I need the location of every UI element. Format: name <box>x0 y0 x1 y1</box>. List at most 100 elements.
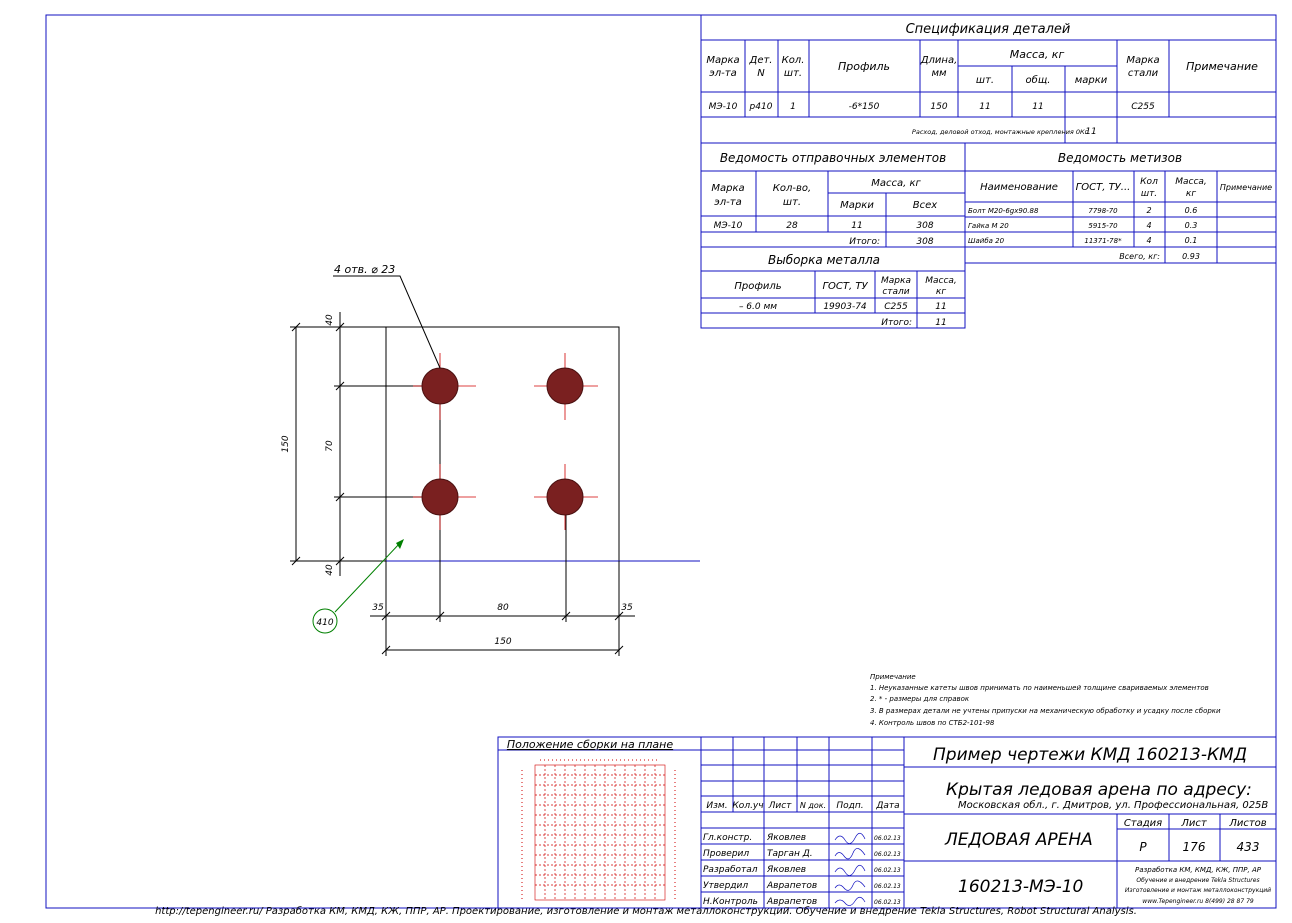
shipping-h-vsego: Всех <box>913 200 938 211</box>
sheets-label: Листов <box>1228 818 1266 829</box>
plan-layout-grid <box>521 759 676 901</box>
project-title: Пример чертежи КМД 160213-КМД <box>933 745 1247 765</box>
role-4: Утвердил <box>703 881 748 891</box>
signatures <box>834 832 866 906</box>
shipping-total-value: 308 <box>916 237 933 247</box>
dim-150-horizontal: 150 <box>494 637 511 647</box>
shipping-h-qty-1: Кол-во, <box>773 183 811 194</box>
role-5-name: Аврапетов <box>766 897 817 907</box>
dim-150-vertical: 150 <box>281 435 291 452</box>
hardware-row-3-gost: 11371-78* <box>1084 237 1122 245</box>
spec-cell-dlina: 150 <box>930 102 947 112</box>
hardware-h-massa-1: Масса, <box>1175 177 1207 187</box>
spec-title: Спецификация деталей <box>906 22 1071 37</box>
building-name: ЛЕДОВАЯ АРЕНА <box>944 830 1093 850</box>
hardware-row-1-gost: 7798-70 <box>1088 207 1118 215</box>
rev-h-list: Лист <box>768 801 793 811</box>
spec-table: Спецификация деталей Марка эл-та Дет. N … <box>700 14 1277 144</box>
metal-h-stal-2: стали <box>882 287 909 297</box>
role-2-name: Тарган Д. <box>767 849 813 859</box>
role-4-date: 06.02.13 <box>874 883 901 890</box>
dim-40-bottom: 40 <box>325 564 335 576</box>
part-drawing: 150 40 70 40 35 80 35 150 <box>281 263 700 656</box>
hardware-row-3-qty: 4 <box>1146 236 1151 245</box>
shipping-h-marki: Марки <box>840 200 874 211</box>
hardware-h-qty-1: Кол <box>1140 177 1158 187</box>
company-line-2: Обучение и внедрение Tekla Structures <box>1136 877 1259 884</box>
shipping-cell-vsego: 308 <box>916 221 933 231</box>
hardware-h-name: Наименование <box>980 182 1058 193</box>
shipping-h-massa: Масса, кг <box>871 178 921 189</box>
hole-callout-leader <box>333 275 441 369</box>
stage-value: Р <box>1139 840 1147 854</box>
dim-40-top: 40 <box>325 314 335 326</box>
hardware-row-1-qty: 2 <box>1146 206 1151 215</box>
footer-text: http://tepengineer.ru/ Разработка КМ, КМ… <box>155 906 1137 917</box>
metal-cell-massa: 11 <box>935 302 946 312</box>
role-1: Гл.констр. <box>703 833 752 843</box>
hardware-table: Ведомость метизов Наименование ГОСТ, ТУ.… <box>964 142 1277 264</box>
hardware-h-massa-2: кг <box>1186 189 1196 199</box>
spec-cell-sht: 11 <box>979 102 990 112</box>
role-3-name: Яковлев <box>766 865 806 875</box>
note-2: 2. * - размеры для справок <box>870 695 970 703</box>
hardware-row-2-massa: 0.3 <box>1185 221 1198 230</box>
sheet-frame <box>45 14 1277 909</box>
notes: Примечание 1. Неуказанные катеты швов пр… <box>870 673 1221 727</box>
hardware-row-3-massa: 0.1 <box>1185 236 1198 245</box>
metal-total-value: 11 <box>935 318 946 328</box>
shipping-total-label: Итого: <box>849 237 880 247</box>
shipping-table: Ведомость отправочных элементов Марка эл… <box>700 142 966 248</box>
spec-h-marka-1: Марка <box>706 55 739 66</box>
spec-h-prim: Примечание <box>1186 60 1258 73</box>
hardware-title: Ведомость метизов <box>1058 151 1182 165</box>
notes-title: Примечание <box>870 673 916 681</box>
spec-h-dlina-2: мм <box>931 68 947 79</box>
note-3: 3. В размерах детали не учтены припуски … <box>870 707 1221 715</box>
spec-h-marki: марки <box>1075 75 1108 86</box>
metal-h-stal-1: Марка <box>881 276 911 286</box>
part-mark-circle <box>312 608 338 634</box>
role-1-name: Яковлев <box>766 833 806 843</box>
spec-h-obsch: общ. <box>1026 74 1051 86</box>
dim-35-left: 35 <box>372 603 384 613</box>
spec-h-profil: Профиль <box>838 60 890 73</box>
company-line-3: Изготовление и монтаж металлоконструкций <box>1125 887 1271 894</box>
role-5-date: 06.02.13 <box>874 899 901 906</box>
shipping-cell-marka: МЭ-10 <box>714 221 743 231</box>
hardware-h-prim: Примечание <box>1220 183 1272 192</box>
note-1: 1. Неуказанные катеты швов принимать по … <box>870 684 1209 692</box>
note-4: 4. Контроль швов по СТБ2-101-98 <box>870 719 995 727</box>
hardware-total-value: 0.93 <box>1182 252 1200 261</box>
metal-cell-profil: – 6.0 мм <box>739 302 777 312</box>
spec-h-det-2: N <box>757 68 765 79</box>
role-3: Разработал <box>703 865 758 875</box>
shipping-cell-marki: 11 <box>851 221 862 231</box>
hardware-row-1-massa: 0.6 <box>1185 206 1198 215</box>
rev-h-ndok: N док. <box>800 801 826 810</box>
bolt-hole <box>546 367 584 405</box>
spec-h-marka-2: эл-та <box>709 68 736 79</box>
bolt-hole <box>546 478 584 516</box>
metal-total-label: Итого: <box>881 318 912 328</box>
metal-h-gost: ГОСТ, ТУ <box>822 281 868 292</box>
plan-title: Положение сборки на плане <box>507 738 673 751</box>
rev-h-kol: Кол.уч <box>732 801 763 811</box>
spec-h-stal-2: стали <box>1128 68 1159 79</box>
metal-h-massa-1: Масса, <box>925 276 957 286</box>
role-2-date: 06.02.13 <box>874 851 901 858</box>
spec-cell-kol: 1 <box>790 102 796 112</box>
dim-35-right: 35 <box>621 603 633 613</box>
bolt-hole <box>421 367 459 405</box>
spec-cell-det: р410 <box>749 102 773 112</box>
metal-cell-stal: С255 <box>884 302 908 312</box>
spec-h-stal-1: Марка <box>1126 55 1159 66</box>
spec-cell-obsch: 11 <box>1032 102 1043 112</box>
spec-h-kol-1: Кол. <box>782 55 805 66</box>
hardware-row-1-name: Болт М20-6gх90.88 <box>968 207 1039 215</box>
role-2: Проверил <box>703 849 749 859</box>
spec-cell-stal: С255 <box>1131 102 1155 112</box>
shipping-h-marka-2: эл-та <box>714 197 741 208</box>
metal-table: Выборка металла Профиль ГОСТ, ТУ Марка с… <box>700 246 966 329</box>
